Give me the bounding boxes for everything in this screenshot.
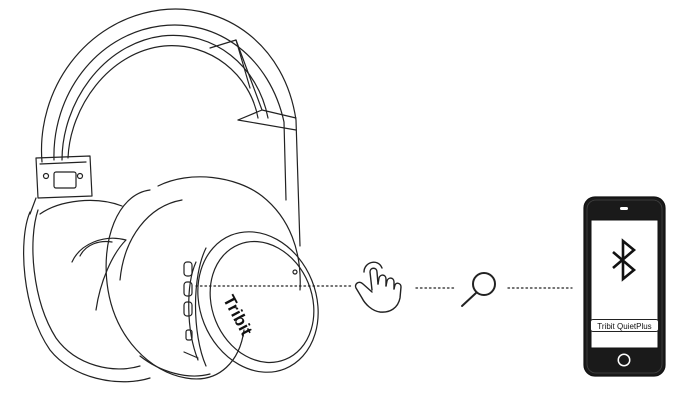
right-ear-cup <box>105 176 319 380</box>
left-ear-cup <box>23 199 151 383</box>
bluetooth-icon <box>612 238 637 282</box>
bluetooth-device-name[interactable]: Tribit QuietPlus <box>590 319 659 332</box>
hand-tap-icon <box>354 261 402 313</box>
connection-line <box>195 285 573 289</box>
headband <box>40 8 301 247</box>
phone-speaker <box>620 207 628 210</box>
phone <box>583 196 666 377</box>
left-hinge <box>29 155 93 215</box>
magnifier-icon <box>461 272 496 307</box>
